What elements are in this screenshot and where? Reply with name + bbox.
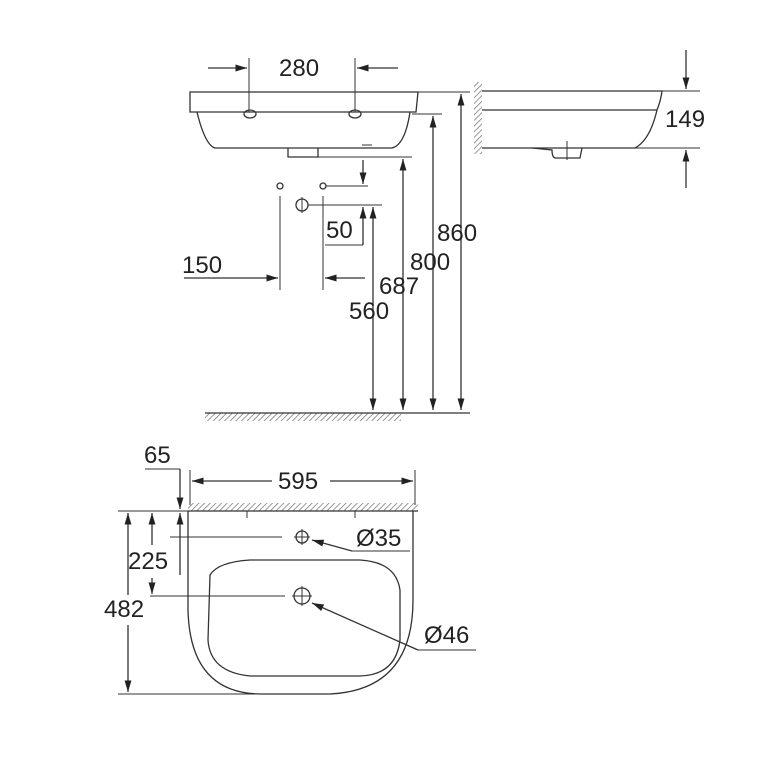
dim-150: 150	[182, 252, 223, 279]
dim-687: 687	[379, 273, 420, 300]
dim-diameter-35: Ø35	[356, 525, 402, 552]
dim-149: 149	[665, 106, 706, 133]
dim-280: 280	[279, 55, 320, 82]
dim-65: 65	[144, 442, 171, 469]
dim-595: 595	[278, 468, 319, 495]
top-view-basin	[187, 511, 414, 695]
dim-diameter-46: Ø46	[424, 622, 470, 649]
dim-800: 800	[410, 249, 451, 276]
dim-482: 482	[104, 596, 145, 623]
dim-560: 560	[349, 298, 390, 325]
dim-860: 860	[437, 220, 478, 247]
dim-225: 225	[128, 548, 169, 575]
dim-50: 50	[326, 217, 353, 244]
front-view-basin	[189, 91, 419, 158]
side-view-basin	[482, 90, 663, 160]
